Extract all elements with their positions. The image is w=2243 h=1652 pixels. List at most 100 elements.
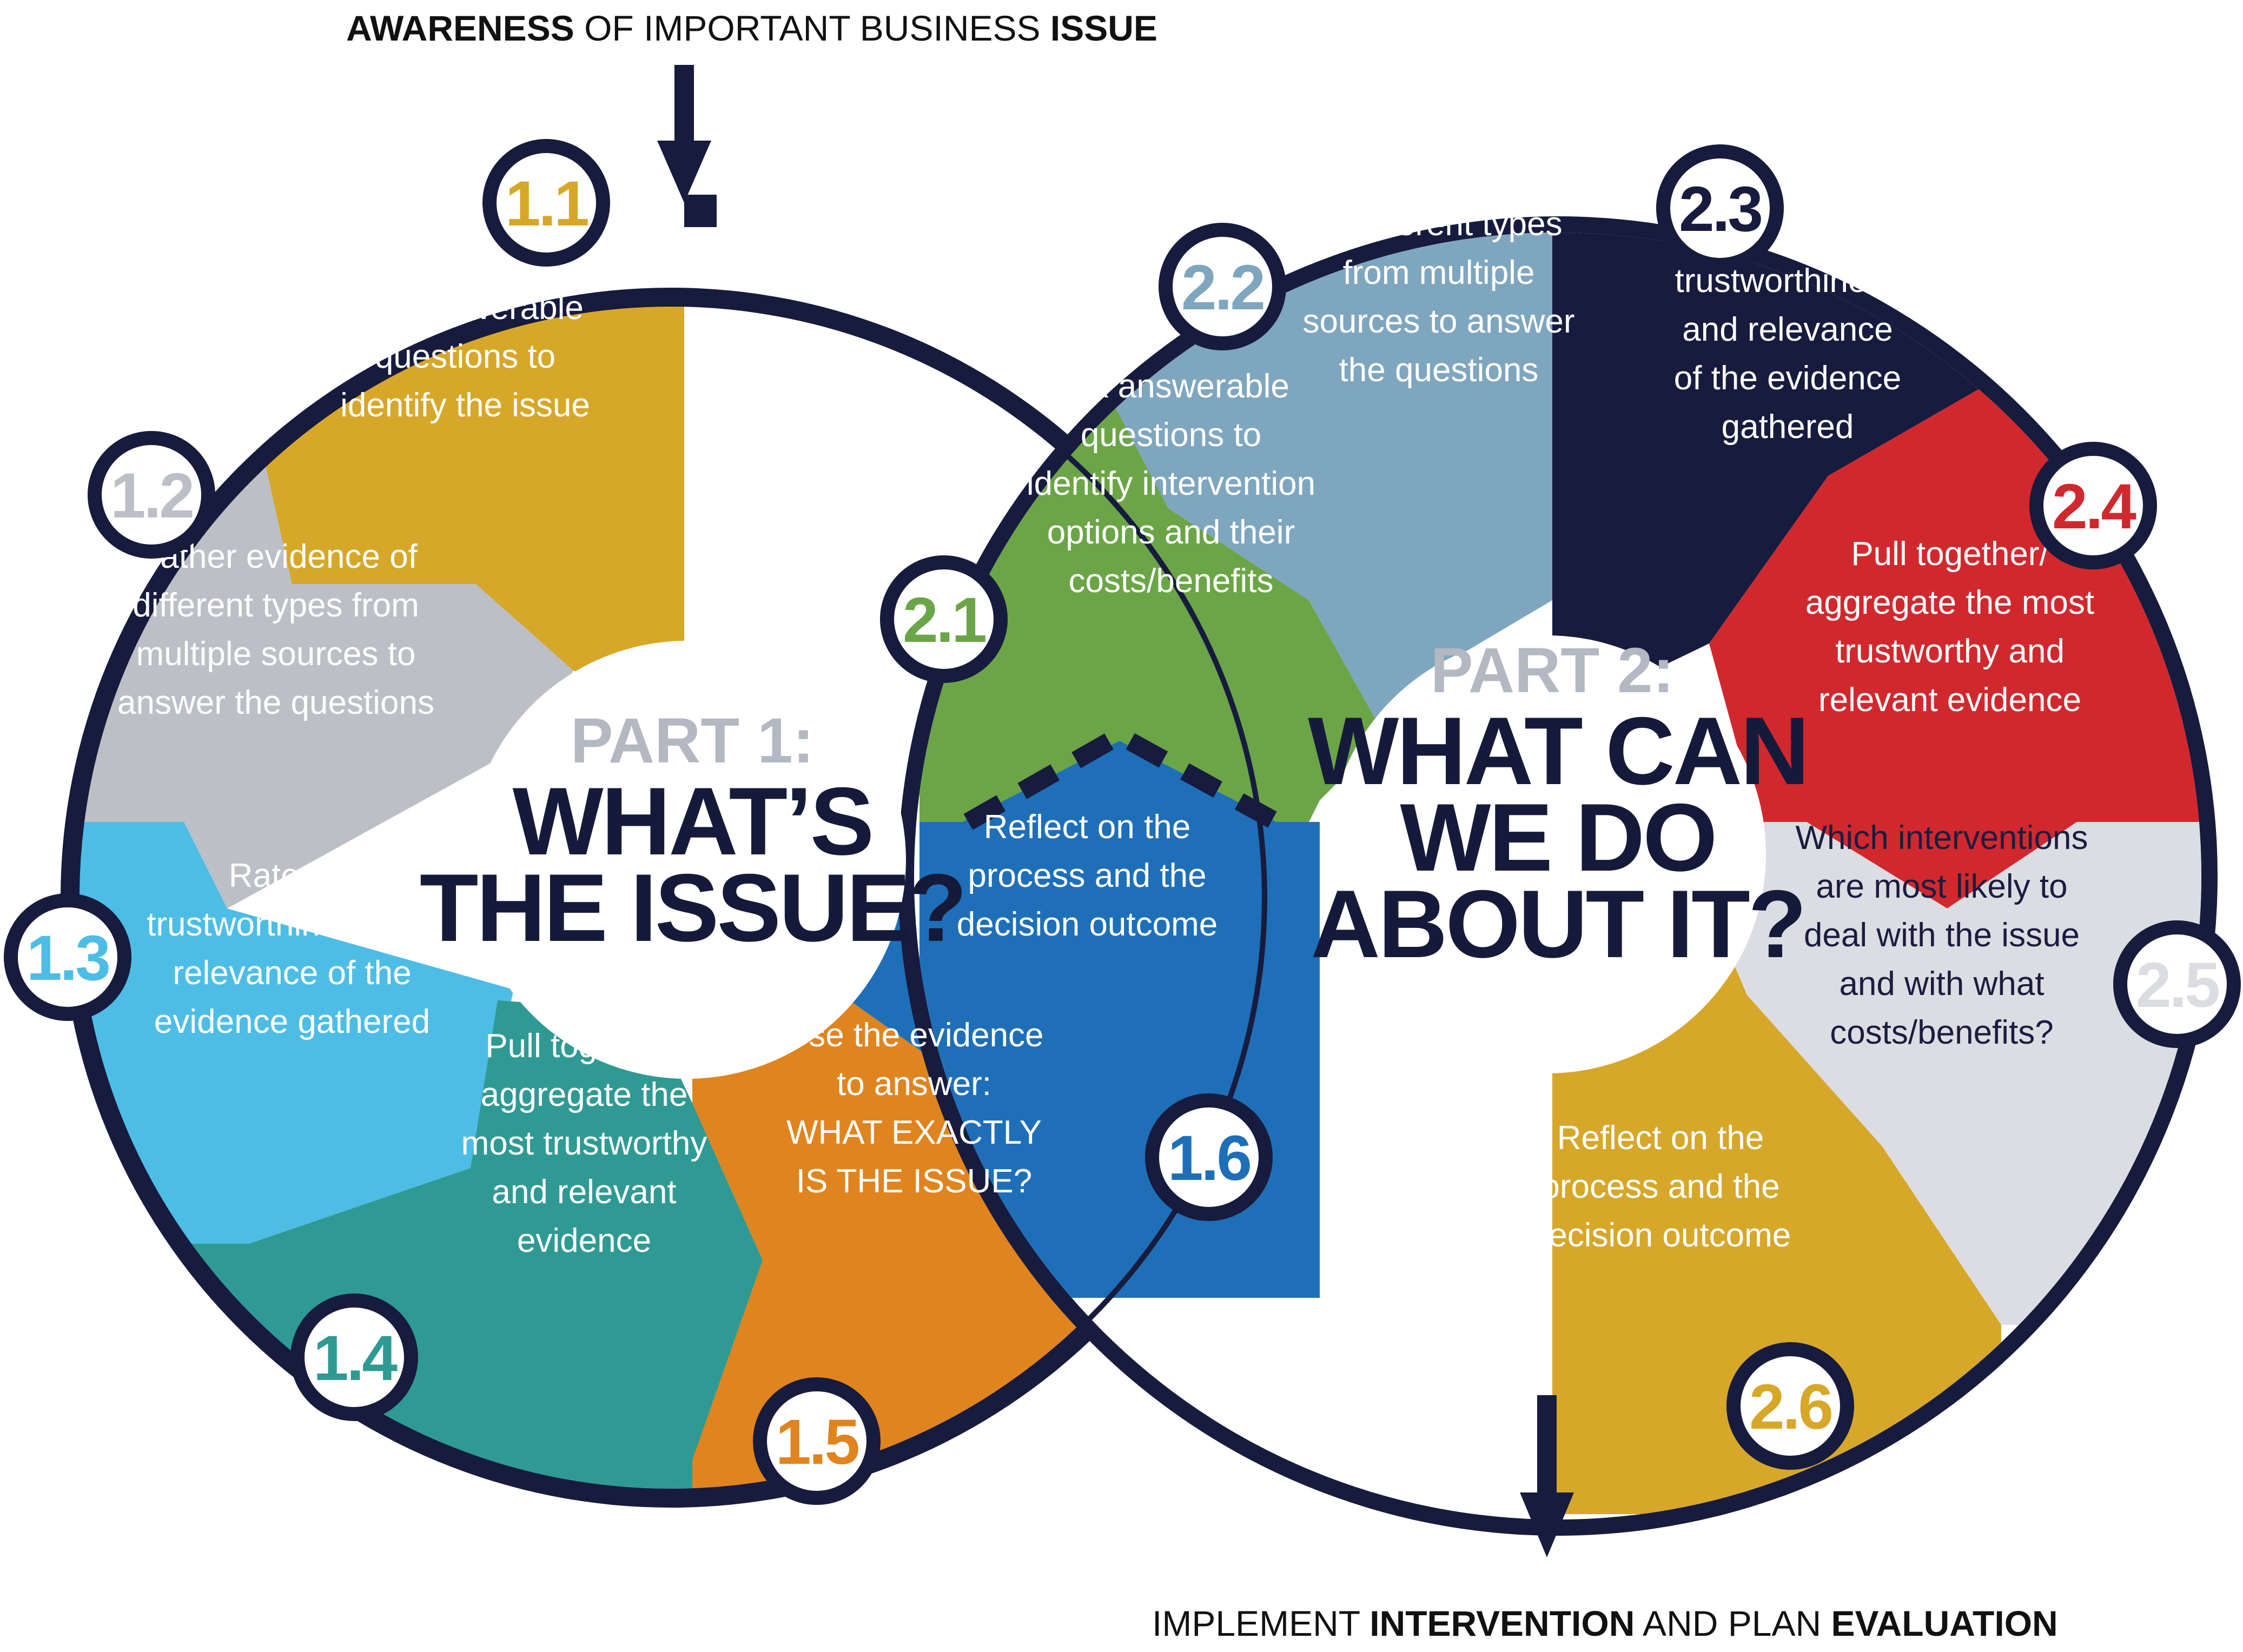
badge-2-4-circle: [2029, 442, 2157, 569]
badge-2-3: 2.3: [1656, 144, 1784, 272]
step-2-2-line: Gather evidence: [1316, 157, 1562, 194]
top-banner: AWARENESS OF IMPORTANT BUSINESS ISSUE: [346, 8, 1157, 48]
step-2-5-line: costs/benefits?: [1830, 1014, 2054, 1051]
badge-1-4-number: 1.4: [313, 1323, 397, 1394]
segment-2-6: [1460, 919, 2001, 1514]
segment-1-3: [77, 822, 514, 1244]
part2-title-line1: WHAT CAN: [1308, 697, 1808, 805]
step-2-2-line: the questions: [1339, 351, 1539, 389]
part2-hub: [1328, 635, 1766, 1073]
part1-hub: [468, 641, 906, 1079]
badge-2-6: 2.6: [1726, 1342, 1854, 1470]
step-2-1-line: identify intervention: [1027, 465, 1315, 502]
step-2-1-line: Ask answerable: [1053, 368, 1289, 405]
part2-title-line2: WE DO: [1400, 784, 1715, 891]
badge-2-1-circle: [880, 555, 1008, 683]
exit-arrow: [1520, 1438, 1574, 1557]
badge-1-1-circle: [482, 139, 610, 267]
step-2-3-line: and relevance: [1682, 311, 1893, 348]
bottom-banner-part4: EVALUATION: [1831, 1603, 2058, 1643]
badge-1-5-number: 1.5: [776, 1406, 858, 1478]
step-2-3-line: of the evidence: [1674, 360, 1902, 397]
step-1-4-line: most trustworthy: [461, 1125, 707, 1162]
step-1-4-line: Pull together/: [485, 1027, 683, 1065]
badge-2-3-circle: [1656, 144, 1784, 272]
part1-label: PART 1:: [571, 705, 814, 777]
badge-1-4-circle: [290, 1293, 418, 1421]
badge-1-4: 1.4: [290, 1293, 418, 1421]
step-1-6-line: process and the: [968, 857, 1206, 894]
entry-arrow: [657, 65, 711, 203]
badge-1-3: 1.3: [4, 893, 131, 1021]
step-1-5-line: WHAT EXACTLY: [786, 1114, 1042, 1151]
part1-title-line2: THE ISSUE?: [420, 854, 965, 961]
top-banner-part2: OF IMPORTANT BUSINESS: [574, 8, 1050, 48]
badge-2-5-circle: [2113, 920, 2241, 1048]
badge-2-4: 2.4: [2029, 442, 2157, 569]
badge-1-6: 1.6: [1145, 1093, 1273, 1221]
badge-2-1-number: 2.1: [903, 585, 985, 656]
badge-2-2: 2.2: [1159, 223, 1286, 350]
step-1-5-line: IS THE ISSUE?: [796, 1163, 1032, 1200]
bottom-banner-part1: IMPLEMENT: [1152, 1603, 1369, 1643]
badge-2-1: 2.1: [880, 555, 1008, 683]
step-1-4-line: evidence: [517, 1222, 651, 1259]
badge-2-5-number: 2.5: [2136, 950, 2219, 1021]
segment-2-1: [919, 395, 1385, 822]
badge-2-2-number: 2.2: [1181, 252, 1263, 323]
badge-2-4-number: 2.4: [2052, 471, 2136, 542]
step-2-2-line: of different types: [1315, 205, 1562, 243]
badge-1-2-circle: [88, 431, 215, 559]
part2-title-line3: ABOUT IT?: [1311, 870, 1804, 978]
step-1-6-line: decision outcome: [957, 906, 1218, 943]
step-1-6-line: Reflect on the: [984, 808, 1191, 846]
step-2-1-line: costs/benefits: [1068, 562, 1273, 600]
step-2-5-line: Which interventions: [1795, 819, 2088, 857]
step-2-1-text: Ask answerable questions to identify inter…: [1027, 368, 1315, 600]
badge-1-3-number: 1.3: [27, 923, 109, 994]
step-1-1-line: identify the issue: [340, 387, 590, 424]
step-1-2-line: answer the questions: [117, 684, 434, 721]
step-2-5-line: and with what: [1839, 965, 2044, 1003]
bottom-banner-part3: AND PLAN: [1635, 1603, 1831, 1643]
step-1-3-line: relevance of the: [173, 954, 411, 992]
badge-1-5-circle: [753, 1377, 881, 1505]
step-2-3-line: gathered: [1722, 408, 1854, 446]
badge-1-6-number: 1.6: [1168, 1123, 1250, 1194]
step-2-6-line: process and the: [1541, 1168, 1779, 1205]
badge-group: 1.11.21.31.41.51.62.12.22.32.42.52.6: [4, 139, 2241, 1505]
top-banner-part3: ISSUE: [1050, 8, 1157, 48]
step-1-1-line: Ask answerable: [347, 289, 584, 327]
step-2-1-line: options and their: [1047, 514, 1295, 551]
step-2-4-line: aggregate the most: [1805, 584, 2094, 621]
step-2-4-line: relevant evidence: [1818, 681, 2081, 719]
badge-2-5: 2.5: [2113, 920, 2241, 1048]
badge-1-1-number: 1.1: [505, 168, 588, 240]
part1-title-line1: WHAT’S: [513, 767, 872, 875]
badge-2-6-number: 2.6: [1749, 1371, 1831, 1443]
badge-1-1: 1.1: [482, 139, 610, 267]
step-2-1-line: questions to: [1081, 416, 1261, 454]
bottom-banner: IMPLEMENT INTERVENTION AND PLAN EVALUATI…: [1152, 1603, 2058, 1643]
step-2-2-line: sources to answer: [1302, 303, 1574, 340]
bottom-banner-part2: INTERVENTION: [1369, 1603, 1635, 1643]
step-1-6-text: Reflect on the process and the decision ou…: [957, 808, 1218, 943]
step-1-2-line: different types from: [133, 587, 419, 624]
step-2-6-line: Reflect on the: [1557, 1119, 1764, 1157]
badge-1-3-circle: [4, 893, 131, 1021]
badge-1-5: 1.5: [753, 1377, 881, 1505]
step-2-5-line: deal with the issue: [1804, 917, 2080, 954]
badge-2-3-number: 2.3: [1679, 174, 1761, 245]
step-2-4-line: Pull together/: [1851, 535, 2049, 573]
step-1-3-line: trustworthiness and: [147, 906, 438, 943]
step-2-2-line: from multiple: [1343, 254, 1535, 291]
